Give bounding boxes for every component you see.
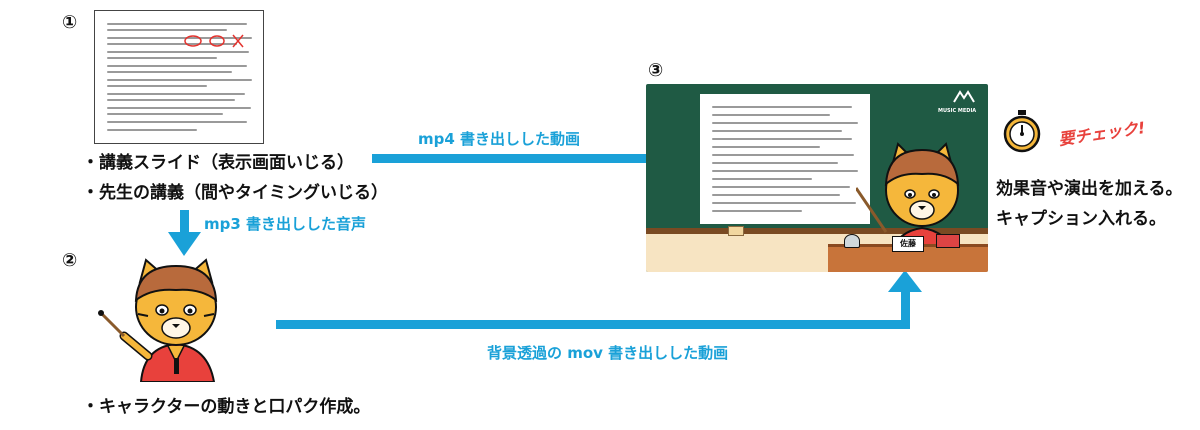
mov-arrow-horizontal [276, 320, 910, 329]
bullet-lecture-slide: ・講義スライド（表示画面いじる） [82, 153, 354, 173]
chalk-tray [646, 228, 988, 234]
stopwatch-icon [1003, 110, 1041, 153]
desk-mascot [844, 234, 860, 248]
chalk-eraser [728, 226, 744, 236]
mov-arrow-head [888, 270, 922, 292]
result-line-effects: 効果音や演出を加える。 [996, 179, 1183, 199]
bullet-teacher-lecture: ・先生の講義（間やタイミングいじる） [82, 183, 388, 203]
mp4-flow-label: mp4 書き出しした動画 [418, 130, 581, 148]
mov-arrow-vertical [901, 290, 910, 329]
step-1-number: ① [62, 12, 78, 33]
mp4-arrow-shaft [372, 154, 702, 163]
mp3-arrow-shaft [180, 210, 189, 234]
step-2-number: ② [62, 250, 78, 271]
lecture-slide-thumbnail [94, 10, 264, 144]
logo-text: MUSIC MEDIA [938, 108, 977, 114]
tiger-teacher-character [98, 258, 218, 382]
mov-flow-label: 背景透過の mov 書き出しした動画 [487, 344, 729, 362]
step-3-number: ③ [648, 60, 664, 81]
music-media-logo [953, 90, 975, 103]
red-annotation-marks [184, 34, 244, 48]
mp3-arrow-head [168, 232, 201, 256]
result-line-captions: キャプション入れる。 [996, 209, 1166, 229]
board-slide [700, 94, 870, 224]
nameplate: 佐藤 [892, 236, 924, 252]
composited-video-frame: MUSIC MEDIA 佐藤 [646, 84, 988, 272]
mp3-flow-label: mp3 書き出しした音声 [204, 215, 367, 233]
books [936, 234, 960, 248]
bullet-character-animation: ・キャラクターの動きと口パク作成。 [82, 397, 371, 417]
